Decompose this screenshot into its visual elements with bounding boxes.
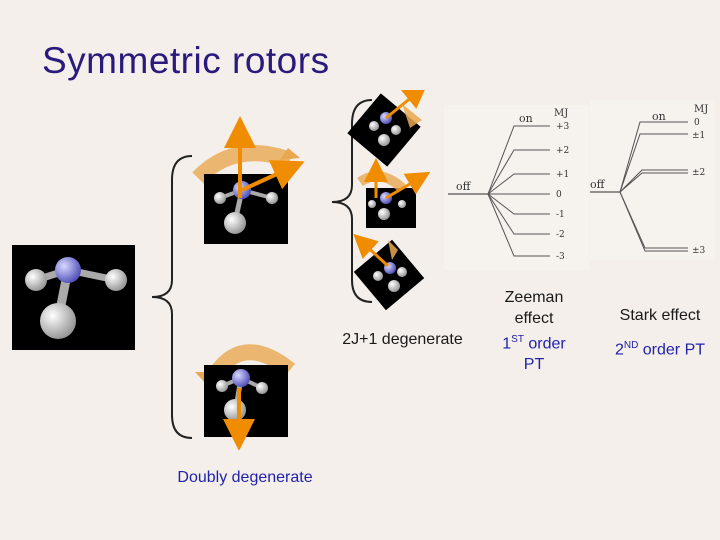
molecule-tilted-bottom bbox=[353, 233, 425, 311]
zeeman-off-label: off bbox=[456, 180, 472, 193]
stark-effect-label: Stark effect 2ND order PT bbox=[600, 305, 720, 360]
stark-level-3: ±3 bbox=[692, 246, 706, 256]
stark-level-1: ±1 bbox=[692, 131, 705, 141]
zeeman-level-3: 0 bbox=[556, 190, 562, 200]
zeeman-line2: effect bbox=[514, 310, 554, 327]
stark-line1: Stark effect bbox=[619, 307, 701, 324]
molecule-tilted-mid bbox=[357, 158, 431, 228]
doubly-degenerate-label: Doubly degenerate bbox=[177, 469, 313, 486]
stark-off-label: off bbox=[590, 178, 606, 191]
zeeman-level-1: +2 bbox=[556, 146, 569, 156]
zeeman-level-6: -3 bbox=[556, 252, 565, 262]
zeeman-splitting-diagram: on MJ off +3 +2 +1 0 -1 -2 -3 bbox=[444, 105, 589, 270]
stark-level-0: 0 bbox=[694, 118, 700, 128]
large-molecule-image bbox=[12, 245, 135, 350]
molecule-tilted-top bbox=[347, 90, 428, 167]
stark-mj-label: MJ bbox=[694, 104, 708, 115]
zeeman-order: 1ST order bbox=[502, 334, 566, 353]
slide-title: Symmetric rotors bbox=[42, 40, 330, 81]
zeeman-level-0: +3 bbox=[556, 122, 570, 132]
zeeman-pt: PT bbox=[523, 356, 545, 374]
zeeman-line1: Zeeman bbox=[504, 289, 564, 306]
zeeman-on-label: on bbox=[519, 112, 533, 125]
molecule-k-zero bbox=[195, 344, 295, 450]
zeeman-level-4: -1 bbox=[556, 210, 565, 220]
stark-splitting-diagram: on MJ off 0 ±1 ±2 ±3 bbox=[590, 100, 715, 260]
stark-level-2: ±2 bbox=[692, 168, 705, 178]
zeeman-level-5: -2 bbox=[556, 230, 565, 240]
zeeman-mj-label: MJ bbox=[554, 108, 568, 119]
stark-order: 2ND order PT bbox=[614, 340, 706, 359]
zeeman-effect-label: Zeeman effect 1ST order PT bbox=[486, 287, 582, 375]
stark-on-label: on bbox=[652, 110, 666, 123]
degenerate-2j1-label: 2J+1 degenerate bbox=[342, 331, 463, 348]
molecule-k-nonzero bbox=[192, 116, 305, 244]
rotor-diagram bbox=[151, 90, 431, 450]
zeeman-level-2: +1 bbox=[556, 170, 569, 180]
